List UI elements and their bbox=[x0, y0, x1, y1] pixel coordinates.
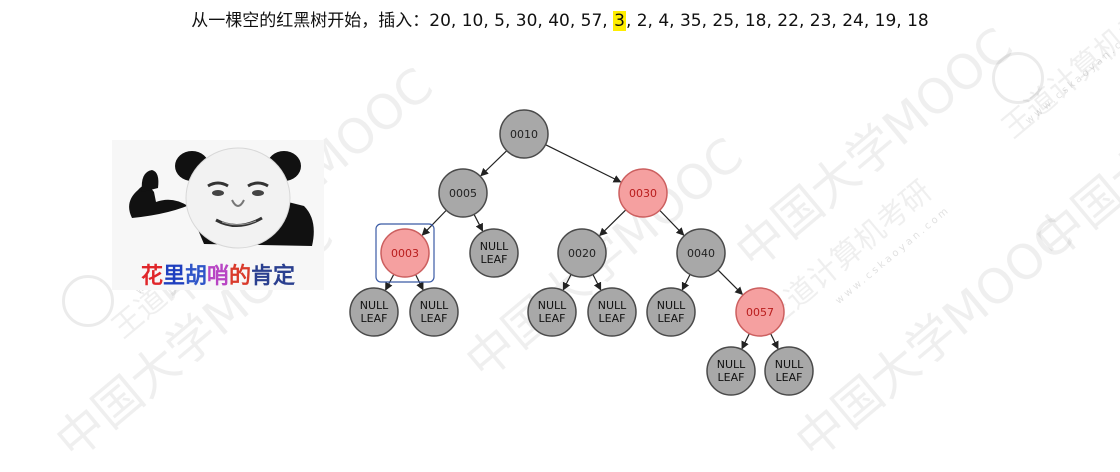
tree-node-0020: 0020 bbox=[557, 228, 607, 278]
node-key-label: 0020 bbox=[568, 247, 596, 260]
null-leaf-label: NULL bbox=[538, 299, 567, 312]
tree-edge-arrow bbox=[545, 144, 622, 183]
null-leaf-label: NULL bbox=[657, 299, 686, 312]
node-key-label: 0003 bbox=[391, 247, 419, 260]
node-circle bbox=[380, 228, 430, 278]
meme-caption-char: 的 bbox=[229, 264, 252, 289]
node-circle bbox=[706, 346, 756, 396]
headline: 从一棵空的红黑树开始，插入：20, 10, 5, 30, 40, 57, 3, … bbox=[0, 6, 1120, 31]
tree-edge-arrow bbox=[741, 333, 750, 350]
tree-edge-arrow bbox=[717, 269, 744, 296]
panda-meme-illustration bbox=[129, 147, 314, 249]
null-leaf-label: LEAF bbox=[776, 371, 803, 384]
node-circle bbox=[409, 287, 459, 337]
node-circle bbox=[618, 168, 668, 218]
null-leaf-label: NULL bbox=[360, 299, 389, 312]
node-circle bbox=[557, 228, 607, 278]
null-leaf-label: LEAF bbox=[658, 312, 685, 325]
null-leaf-label: LEAF bbox=[481, 253, 508, 266]
meme-caption-char: 肯 bbox=[251, 264, 274, 289]
node-circle bbox=[735, 287, 785, 337]
headline-suffix: , 2, 4, 35, 25, 18, 22, 23, 24, 19, 18 bbox=[625, 11, 929, 31]
node-key-label: 0030 bbox=[629, 187, 657, 200]
node-circle bbox=[646, 287, 696, 337]
null-leaf-label: NULL bbox=[480, 240, 509, 253]
headline-highlight: 3 bbox=[613, 11, 626, 31]
tree-edge-arrow bbox=[681, 274, 691, 291]
null-leaf-label: LEAF bbox=[539, 312, 566, 325]
tree-edges bbox=[385, 144, 779, 350]
node-circle bbox=[438, 168, 488, 218]
meme-caption-char: 里 bbox=[162, 264, 185, 289]
selection-box bbox=[375, 223, 435, 283]
tree-node-0010: 0010 bbox=[499, 109, 549, 159]
meme-caption-char: 哨 bbox=[206, 264, 229, 289]
meme-caption-char: 花 bbox=[140, 264, 163, 289]
tree-node-0040: 0040 bbox=[676, 228, 726, 278]
tree-edge-arrow bbox=[592, 274, 602, 291]
node-circle bbox=[587, 287, 637, 337]
tree-edge-arrow bbox=[599, 209, 627, 237]
node-circle bbox=[764, 346, 814, 396]
meme-caption: 花里胡哨的肯定 bbox=[112, 258, 324, 290]
node-key-label: 0057 bbox=[746, 306, 774, 319]
node-key-label: 0040 bbox=[687, 247, 715, 260]
tree-edge-arrow bbox=[770, 333, 779, 350]
meme-caption-char: 胡 bbox=[184, 264, 207, 289]
tree-node-0005: 0005 bbox=[438, 168, 488, 218]
null-leaf-label: NULL bbox=[598, 299, 627, 312]
tree-edge-arrow bbox=[421, 209, 447, 236]
null-leaf-label: LEAF bbox=[718, 371, 745, 384]
node-circle bbox=[527, 287, 577, 337]
headline-prefix: 从一棵空的红黑树开始，插入：20, 10, 5, 30, 40, 57, bbox=[191, 11, 614, 31]
tree-edge-arrow bbox=[480, 150, 508, 177]
tree-node-0003: 0003 bbox=[375, 223, 435, 283]
node-circle bbox=[676, 228, 726, 278]
tree-edge-arrow bbox=[473, 214, 484, 232]
tree-node-0057: 0057 bbox=[735, 287, 785, 337]
null-leaf-label: NULL bbox=[717, 358, 746, 371]
node-circle bbox=[349, 287, 399, 337]
null-leaf-label: LEAF bbox=[599, 312, 626, 325]
null-leaf-label: NULL bbox=[775, 358, 804, 371]
tree-edge-arrow bbox=[562, 274, 572, 291]
node-circle bbox=[469, 228, 519, 278]
node-key-label: 0005 bbox=[449, 187, 477, 200]
tree-node-0030: 0030 bbox=[618, 168, 668, 218]
null-leaf-label: NULL bbox=[420, 299, 449, 312]
meme-caption-char: 定 bbox=[273, 264, 296, 289]
null-leaf-label: LEAF bbox=[361, 312, 388, 325]
tree-edge-arrow bbox=[659, 209, 685, 236]
node-key-label: 0010 bbox=[510, 128, 538, 141]
node-circle bbox=[499, 109, 549, 159]
meme-sticker: 花里胡哨的肯定 bbox=[112, 140, 324, 290]
null-leaf-label: LEAF bbox=[421, 312, 448, 325]
